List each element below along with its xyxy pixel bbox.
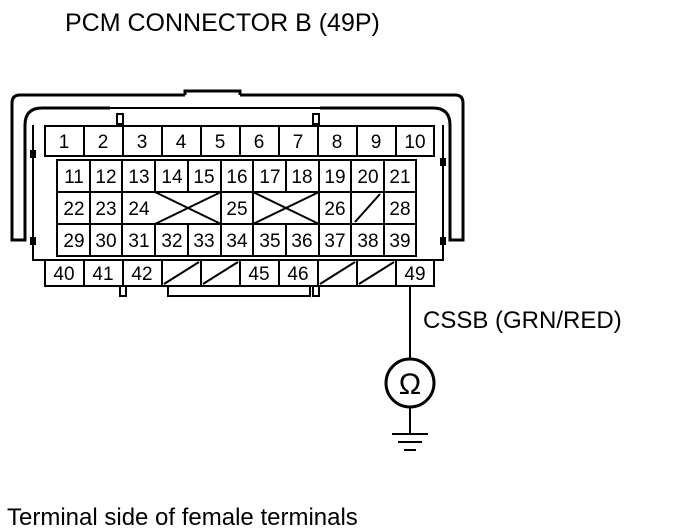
terminal-label: 21 [389, 167, 410, 188]
connector-housing [10, 89, 465, 297]
terminal-label: 4 [176, 132, 187, 153]
diagram-title: PCM CONNECTOR B (49P) [65, 9, 380, 37]
terminal-label: 39 [389, 231, 410, 252]
terminal-label: 13 [128, 167, 149, 188]
terminal-label: 12 [95, 167, 116, 188]
terminal-label: 3 [137, 132, 148, 153]
terminal-label: 36 [291, 231, 312, 252]
terminal-label: 45 [248, 264, 269, 285]
ohm-symbol: Ω [399, 368, 421, 401]
terminal-label: 17 [259, 167, 280, 188]
footer-caption: Terminal side of female terminals [7, 504, 358, 531]
terminal-label: 32 [161, 231, 182, 252]
terminal-label: 7 [293, 132, 304, 153]
terminal-label: 18 [291, 167, 312, 188]
terminal-label: 5 [215, 132, 226, 153]
terminal-label: 1 [59, 132, 70, 153]
terminal-label: 25 [226, 199, 247, 220]
terminal-label: 28 [389, 199, 410, 220]
terminal-label: 14 [161, 167, 183, 188]
wire-label: CSSB (GRN/RED) [423, 307, 622, 334]
terminal-label: 20 [357, 167, 378, 188]
terminal-label: 10 [404, 132, 425, 153]
terminal-label: 41 [92, 264, 113, 285]
terminal-label: 37 [324, 231, 345, 252]
ohmmeter-icon: Ω [384, 357, 436, 409]
terminal-label: 8 [332, 132, 343, 153]
terminal-label: 38 [357, 231, 378, 252]
terminal-label-probe: 49 [404, 264, 425, 285]
terminal-labels: 1 2 3 4 5 6 7 8 9 10 11 12 13 14 15 16 1… [53, 132, 425, 285]
terminal-label: 30 [95, 231, 116, 252]
terminal-label: 31 [128, 231, 149, 252]
terminal-label: 42 [131, 264, 152, 285]
terminal-label: 46 [287, 264, 308, 285]
terminal-label: 16 [226, 167, 247, 188]
terminal-label: 2 [98, 132, 109, 153]
terminal-label: 35 [259, 231, 280, 252]
terminal-label: 34 [226, 231, 248, 252]
terminal-grid [44, 125, 435, 287]
terminal-label: 22 [63, 199, 84, 220]
terminal-label: 33 [193, 231, 214, 252]
terminal-label: 26 [324, 199, 345, 220]
ground-icon [392, 407, 428, 451]
terminal-label: 40 [53, 264, 74, 285]
terminal-label: 24 [128, 199, 150, 220]
terminal-label: 9 [371, 132, 382, 153]
terminal-label: 23 [95, 199, 116, 220]
terminal-label: 15 [193, 167, 214, 188]
terminal-label: 11 [64, 167, 84, 188]
terminal-label: 19 [324, 167, 345, 188]
terminal-label: 29 [63, 231, 84, 252]
terminal-label: 6 [254, 132, 265, 153]
